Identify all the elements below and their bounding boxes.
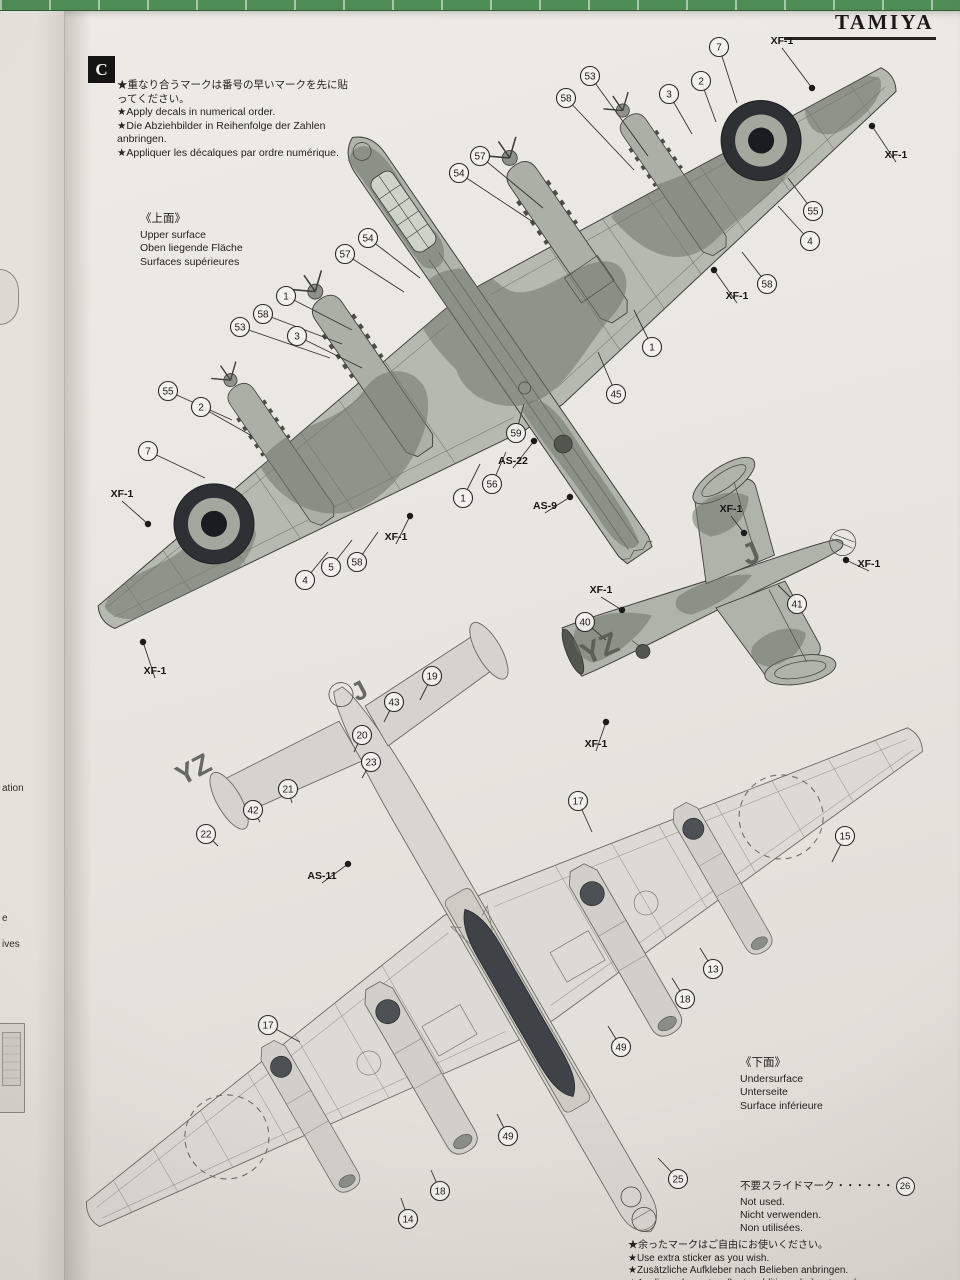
label-en: Upper surface	[140, 228, 206, 241]
extra-note-de: ★Zusätzliche Aufkleber nach Belieben anb…	[628, 1265, 849, 1276]
dot-leader: ・・・・・・	[835, 1180, 894, 1192]
label-de: Oben liegende Fläche	[140, 242, 243, 254]
cut-diagram-fragment	[0, 1023, 25, 1113]
cutting-mat	[0, 0, 960, 11]
label-jp: 《下面》	[740, 1057, 786, 1069]
header-rule	[784, 37, 936, 40]
adjacent-page-edge: ation e ives	[0, 7, 65, 1280]
cut-text-fragment: ation	[2, 783, 24, 794]
extra-note-fr: ★Appliquer les autocollants additionnels…	[628, 1278, 960, 1280]
instruction-line-fr: ★Appliquer les décalques par ordre numér…	[117, 146, 339, 159]
label-en: Undersurface	[740, 1072, 804, 1085]
not-used-note: 不要スライドマーク ・・・・・・ 26 Not used. Nicht verw…	[740, 1177, 915, 1235]
step-letter-badge: C	[88, 56, 115, 83]
extra-note-jp: ★余ったマークはご自由にお使いください。	[628, 1240, 828, 1251]
undersurface-label: 《下面》 Undersurface Unterseite Surface inf…	[740, 1057, 823, 1113]
instruction-line-de: ★Die Abziehbilder in Reihenfolge der Zah…	[117, 119, 326, 132]
decal-instructions: ★重なり合うマークは番号の早いマークを先に貼 ってください。 ★Apply de…	[117, 79, 389, 160]
not-used-de: Nicht verwenden.	[740, 1209, 822, 1221]
cut-text-fragment: e	[2, 913, 8, 924]
label-jp: 《上面》	[140, 213, 186, 225]
instruction-line-jp: ってください。	[117, 92, 190, 105]
instruction-line-jp: ★重なり合うマークは番号の早いマークを先に貼	[117, 79, 348, 91]
upper-surface-label: 《上面》 Upper surface Oben liegende Fläche …	[140, 213, 243, 269]
tamiya-logo: TAMIYA	[834, 10, 934, 34]
instruction-line-en: ★Apply decals in numerical order.	[117, 106, 276, 118]
not-used-jp: 不要スライドマーク	[740, 1180, 835, 1192]
cut-diagram-fragment	[0, 269, 19, 325]
not-used-en: Not used.	[740, 1196, 785, 1208]
decal-callout-26: 26	[895, 1177, 915, 1196]
extra-note-en: ★Use extra sticker as you wish.	[628, 1252, 770, 1264]
label-fr: Surface inférieure	[740, 1099, 823, 1112]
not-used-fr: Non utilisées.	[740, 1222, 804, 1234]
label-fr: Surfaces supérieures	[140, 255, 240, 268]
extra-sticker-note: ★余ったマークはご自由にお使いください。 ★Use extra sticker …	[628, 1240, 960, 1280]
label-de: Unterseite	[740, 1086, 788, 1098]
instruction-line-de: anbringen.	[117, 133, 167, 145]
cut-text-fragment: ives	[2, 939, 20, 950]
